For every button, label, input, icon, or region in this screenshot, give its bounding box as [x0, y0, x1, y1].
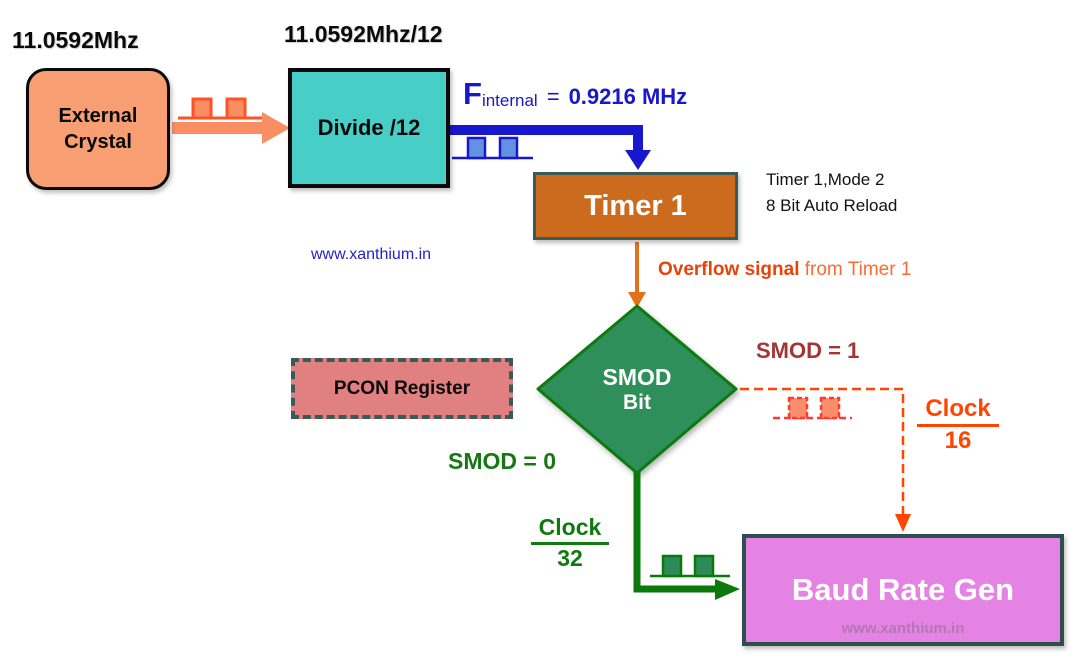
timer-overflow-arrow [628, 242, 646, 308]
divide-to-timer-line [450, 125, 651, 170]
f-equals: = [546, 84, 560, 109]
timer1-box: Timer 1 [533, 172, 738, 240]
f-internal-label: Finternal = 0.9216 MHz [463, 76, 687, 112]
clock16-denominator: 16 [944, 426, 972, 454]
f-symbol: F [463, 76, 482, 111]
smod0-clock-pulses-icon [650, 554, 730, 578]
smod-diamond-line1: SMOD [602, 364, 672, 390]
timer-mode-note-line2: 8 Bit Auto Reload [766, 196, 898, 215]
divided-frequency-label: 11.0592Mhz/12 [284, 21, 443, 47]
timer-mode-note-line1: Timer 1,Mode 2 [766, 170, 885, 189]
smod0-condition-label: SMOD = 0 [448, 448, 557, 474]
smod1-condition-label: SMOD = 1 [756, 338, 860, 363]
crystal-frequency-label: 11.0592Mhz [12, 27, 139, 53]
smod1-dashed-path [740, 387, 911, 532]
clock32-numerator: Clock [530, 514, 610, 545]
divide-by-12-box: Divide /12 [288, 68, 450, 188]
internal-clock-pulses-icon [452, 136, 533, 160]
crystal-clock-pulses-icon [178, 97, 262, 120]
f-value: 0.9216 MHz [568, 84, 688, 109]
overflow-signal-label: Overflow signal from Timer 1 [658, 259, 911, 281]
clock16-numerator: Clock [917, 395, 999, 427]
smod0-path [633, 472, 740, 600]
pcon-register-box: PCON Register [291, 358, 513, 419]
baud-rate-gen-label: Baud Rate Gen [791, 572, 1015, 607]
smod-diamond-label: SMOD Bit [562, 364, 712, 416]
timer1-label: Timer 1 [584, 189, 687, 222]
clock-div32-fraction: Clock 32 [522, 514, 618, 572]
baud-rate-gen-box: Baud Rate Gen www.xanthium.in [742, 534, 1064, 646]
external-crystal-label-line1: External [58, 105, 138, 127]
divide-by-12-label: Divide /12 [317, 115, 421, 140]
external-crystal-label-line2: Crystal [64, 131, 132, 153]
smod1-clock-pulses-icon [773, 396, 852, 420]
clock32-denominator: 32 [557, 544, 583, 571]
overflow-signal-rest: from Timer 1 [799, 259, 912, 280]
watermark-text: www.xanthium.in [311, 246, 432, 263]
overflow-signal-bold: Overflow signal [658, 259, 800, 280]
external-crystal-box: External Crystal [26, 68, 170, 190]
smod-diamond-line2: Bit [623, 391, 651, 414]
crystal-to-divide-arrow [172, 112, 290, 144]
pcon-register-label: PCON Register [333, 377, 471, 399]
f-subscript: internal [481, 91, 538, 110]
baud-watermark-text: www.xanthium.in [841, 620, 965, 637]
clock-div16-fraction: Clock 16 [908, 395, 1008, 455]
